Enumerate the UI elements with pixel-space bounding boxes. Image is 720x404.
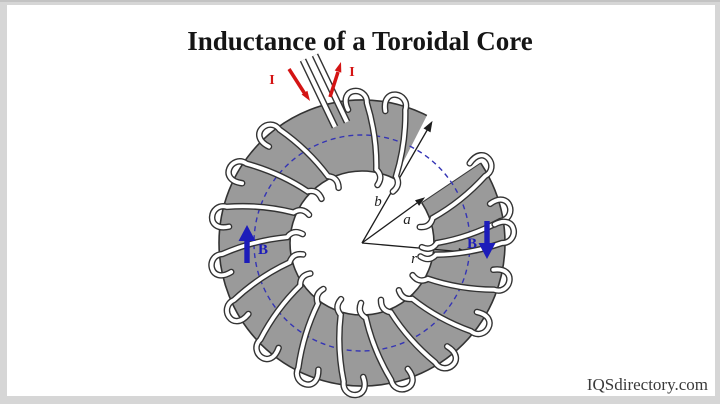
b-right-shaft [484,221,490,245]
winding-loop [257,122,341,190]
b-field-label-left: B [258,242,268,258]
current-in-label: I [269,73,274,88]
b-left-shaft [244,239,250,263]
watermark: IQSdirectory.com [586,375,708,394]
b-arrow-head [423,120,433,133]
winding-loop [225,252,305,323]
b-field-label-right: B [467,236,477,252]
winding-loop [383,92,408,194]
b-right-head [478,243,496,259]
winding-loop [335,297,367,397]
figure-title: Inductance of a Toroidal Core [187,26,533,56]
lead-wire-in [301,59,337,128]
label-a: a [403,212,411,228]
winding-loop [379,298,458,370]
windings [208,87,517,399]
current-out-head [334,62,342,73]
b-field-arrow-right [478,221,496,259]
current-in-arrow [287,68,310,101]
current-in-shaft [287,68,307,95]
frame-top-line [0,0,720,2]
r-arrow-line [361,242,459,253]
current-out-shaft [328,71,340,98]
winding-loop [209,230,305,278]
winding-loop [226,159,324,201]
current-in-head [301,90,310,101]
label-r: r [411,251,417,267]
inner-radius-arrow [361,197,426,244]
a-arrow-head [415,197,426,206]
winding-loop [254,271,313,361]
core-notch [362,112,484,243]
winding-loop [417,153,494,229]
b-left-head [238,225,256,241]
current-out-label: I [349,65,354,80]
winding-loop [357,301,415,392]
label-b: b [374,194,382,210]
current-out-arrow [328,62,342,98]
winding-loop [210,204,311,230]
winding-loop [418,220,516,261]
a-arrow-line [361,202,418,244]
winding-loop [397,288,492,336]
b-field-arrow-left [238,225,256,263]
winding-loop [295,287,326,387]
field-dashed-circle [253,134,471,352]
winding-loop [343,89,383,187]
winding-loop [410,267,512,293]
winding-loop [420,197,512,251]
